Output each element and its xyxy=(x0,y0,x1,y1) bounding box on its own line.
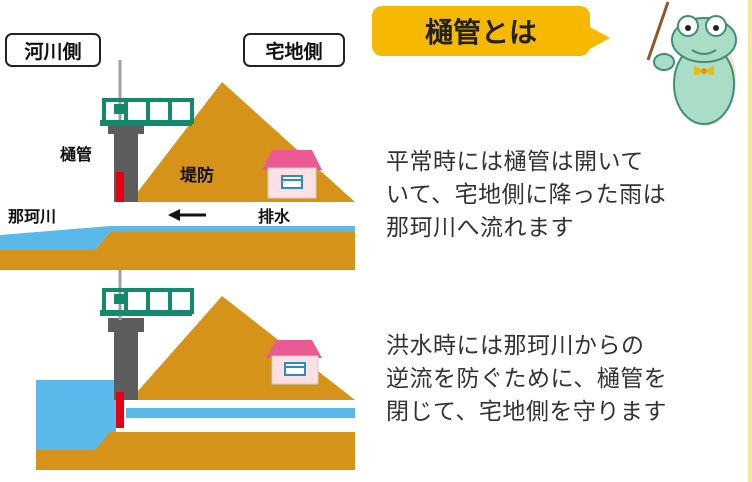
sluice-head-bottom xyxy=(108,318,144,332)
house-top xyxy=(262,150,322,199)
pointer-stick xyxy=(646,1,670,61)
flood-time-panel xyxy=(36,270,355,470)
river-flood-water xyxy=(36,380,116,450)
flood-line-2: 逆流を防ぐために、樋管を xyxy=(386,366,668,392)
frog-mascot-icon xyxy=(646,1,737,126)
normal-line-2: いて、宅地側に降った雨は xyxy=(386,182,667,208)
water-channel-top xyxy=(0,226,355,250)
flood-line-1: 洪水時には那珂川からの xyxy=(386,333,645,359)
gate-closed xyxy=(116,392,124,428)
sluice-cap-top xyxy=(114,104,128,114)
title-bubble: 樋管とは xyxy=(372,6,590,56)
svg-text:河川側: 河川側 xyxy=(24,41,81,63)
normal-line-3: 那珂川へ流れます xyxy=(386,215,574,241)
house-bottom xyxy=(266,340,322,385)
svg-text:宅地側: 宅地側 xyxy=(265,40,322,63)
sluice-label: 樋管 xyxy=(60,145,92,164)
naka-river-label: 那珂川 xyxy=(8,207,56,226)
normal-time-panel: 河川側 宅地側 樋管 堤防 那珂川 排水 xyxy=(0,33,355,270)
water-channel-bottom xyxy=(126,408,355,418)
title-text: 樋管とは xyxy=(424,16,537,49)
ground-bottom xyxy=(36,432,355,470)
ground-top xyxy=(0,232,355,270)
gate-open xyxy=(116,172,124,202)
railing-deck-top xyxy=(100,120,192,126)
drainage-label: 排水 xyxy=(258,207,291,226)
normal-time-description: 平常時には樋管は開いて いて、宅地側に降った雨は 那珂川へ流れます xyxy=(386,146,666,245)
normal-line-1: 平常時には樋管は開いて xyxy=(386,149,644,175)
flood-time-description: 洪水時には那珂川からの 逆流を防ぐために、樋管を 閉じて、宅地側を守ります xyxy=(386,330,667,429)
flood-line-3: 閉じて、宅地側を守ります xyxy=(386,399,667,425)
title-bubble-tail xyxy=(588,26,610,50)
levee-label: 堤防 xyxy=(180,165,214,186)
sluice-cap-bottom xyxy=(114,294,128,304)
railing-deck-bottom xyxy=(100,310,192,316)
river-side-label: 河川側 xyxy=(5,33,101,67)
residential-side-label: 宅地側 xyxy=(243,33,345,67)
right-edge-bar xyxy=(748,0,752,482)
flow-arrow-head xyxy=(168,209,180,221)
